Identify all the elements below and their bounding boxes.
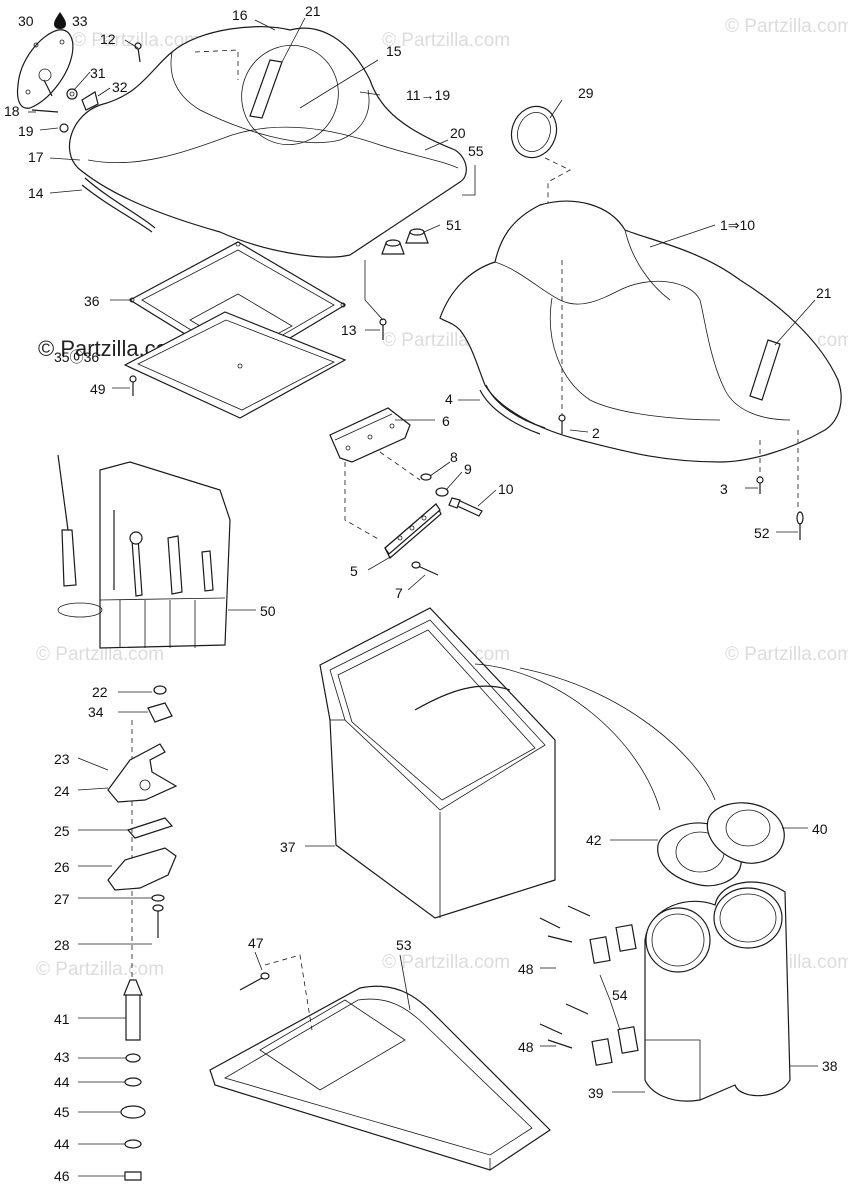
callout-45: 45 — [54, 1104, 70, 1120]
callout-8: 8 — [450, 449, 458, 465]
hinge-plate — [384, 503, 442, 576]
callout-33: 33 — [72, 13, 88, 29]
callout-29: 29 — [578, 85, 594, 101]
tool-kit — [57, 454, 231, 649]
callout-49: 49 — [90, 381, 106, 397]
callout-43: 43 — [54, 1049, 70, 1065]
latch-stack — [107, 685, 178, 1181]
watermark: © Partzilla.com — [725, 16, 848, 37]
drop-icon — [54, 12, 66, 29]
hatch-lids — [657, 802, 785, 887]
callout-19: 19 — [18, 123, 34, 139]
engine-cover — [439, 200, 842, 540]
callout-46: 46 — [54, 1168, 70, 1184]
callout-22: 22 — [92, 684, 108, 700]
storage-tray — [209, 954, 551, 1171]
callout-21: 21 — [305, 3, 321, 19]
rivets-clips — [539, 905, 639, 1066]
watermark: © Partzilla.com — [725, 644, 848, 665]
callout-30: 30 — [18, 13, 34, 29]
callout-9: 9 — [464, 461, 472, 477]
grommets — [381, 228, 429, 255]
callout-42: 42 — [586, 832, 602, 848]
callout-32: 32 — [112, 79, 128, 95]
callout-labels: 30 33 16 21 12 15 11→19 31 32 18 19 17 2… — [4, 3, 838, 1184]
callout-3: 3 — [720, 481, 728, 497]
callout-25: 25 — [54, 823, 70, 839]
hinge-bracket — [329, 407, 421, 541]
callout-17: 17 — [28, 149, 44, 165]
callout-2: 2 — [592, 425, 600, 441]
callout-12: 12 — [100, 31, 116, 47]
callout-15: 15 — [386, 43, 402, 59]
callout-11-19: 11→19 — [406, 87, 450, 103]
callout-44b: 44 — [54, 1136, 70, 1152]
storage-bin — [319, 607, 716, 919]
callout-51: 51 — [446, 217, 462, 233]
callout-44: 44 — [54, 1074, 70, 1090]
callout-53: 53 — [396, 937, 412, 953]
seat-assembly — [16, 26, 467, 258]
watermark: © Partzilla.com — [36, 959, 164, 980]
callout-13: 13 — [341, 322, 357, 338]
leader-lines — [28, 17, 818, 1177]
callout-34: 34 — [88, 704, 104, 720]
callout-54: 54 — [612, 987, 628, 1003]
callout-5: 5 — [350, 563, 358, 579]
callout-50: 50 — [260, 603, 276, 619]
callout-47: 47 — [248, 935, 264, 951]
callout-48b: 48 — [518, 1039, 534, 1055]
callout-21b: 21 — [816, 285, 832, 301]
watermark: © Partzilla.com — [36, 644, 164, 665]
callout-4: 4 — [445, 391, 453, 407]
callout-38: 38 — [822, 1058, 838, 1074]
callout-55: 55 — [468, 143, 484, 159]
callout-35-36: 35⓪36 — [54, 349, 99, 365]
callout-14: 14 — [28, 185, 44, 201]
double-storage-bin — [644, 881, 791, 1102]
callout-16: 16 — [232, 7, 248, 23]
callout-23: 23 — [54, 751, 70, 767]
callout-24: 24 — [54, 783, 70, 799]
callout-37: 37 — [280, 839, 296, 855]
callout-36: 36 — [84, 293, 100, 309]
callout-31: 31 — [90, 65, 106, 81]
callout-6: 6 — [442, 413, 450, 429]
callout-18: 18 — [4, 103, 20, 119]
callout-41: 41 — [54, 1011, 70, 1027]
watermark: © Partzilla.com — [72, 30, 200, 51]
hardware-bolt — [420, 473, 483, 517]
cap-ring — [510, 105, 571, 210]
callout-28: 28 — [54, 937, 70, 953]
callout-1-10: 1⇒10 — [720, 217, 755, 233]
callout-20: 20 — [450, 125, 466, 141]
storage-cover-frame — [123, 241, 387, 419]
callout-26: 26 — [54, 859, 70, 875]
callout-52: 52 — [754, 525, 770, 541]
callout-7: 7 — [395, 585, 403, 601]
watermark: © Partzilla.com — [382, 952, 510, 973]
callout-27: 27 — [54, 891, 70, 907]
watermark: © Partzilla.com — [382, 30, 510, 51]
callout-48: 48 — [518, 961, 534, 977]
callout-39: 39 — [588, 1085, 604, 1101]
callout-10: 10 — [498, 481, 514, 497]
callout-40: 40 — [812, 821, 828, 837]
